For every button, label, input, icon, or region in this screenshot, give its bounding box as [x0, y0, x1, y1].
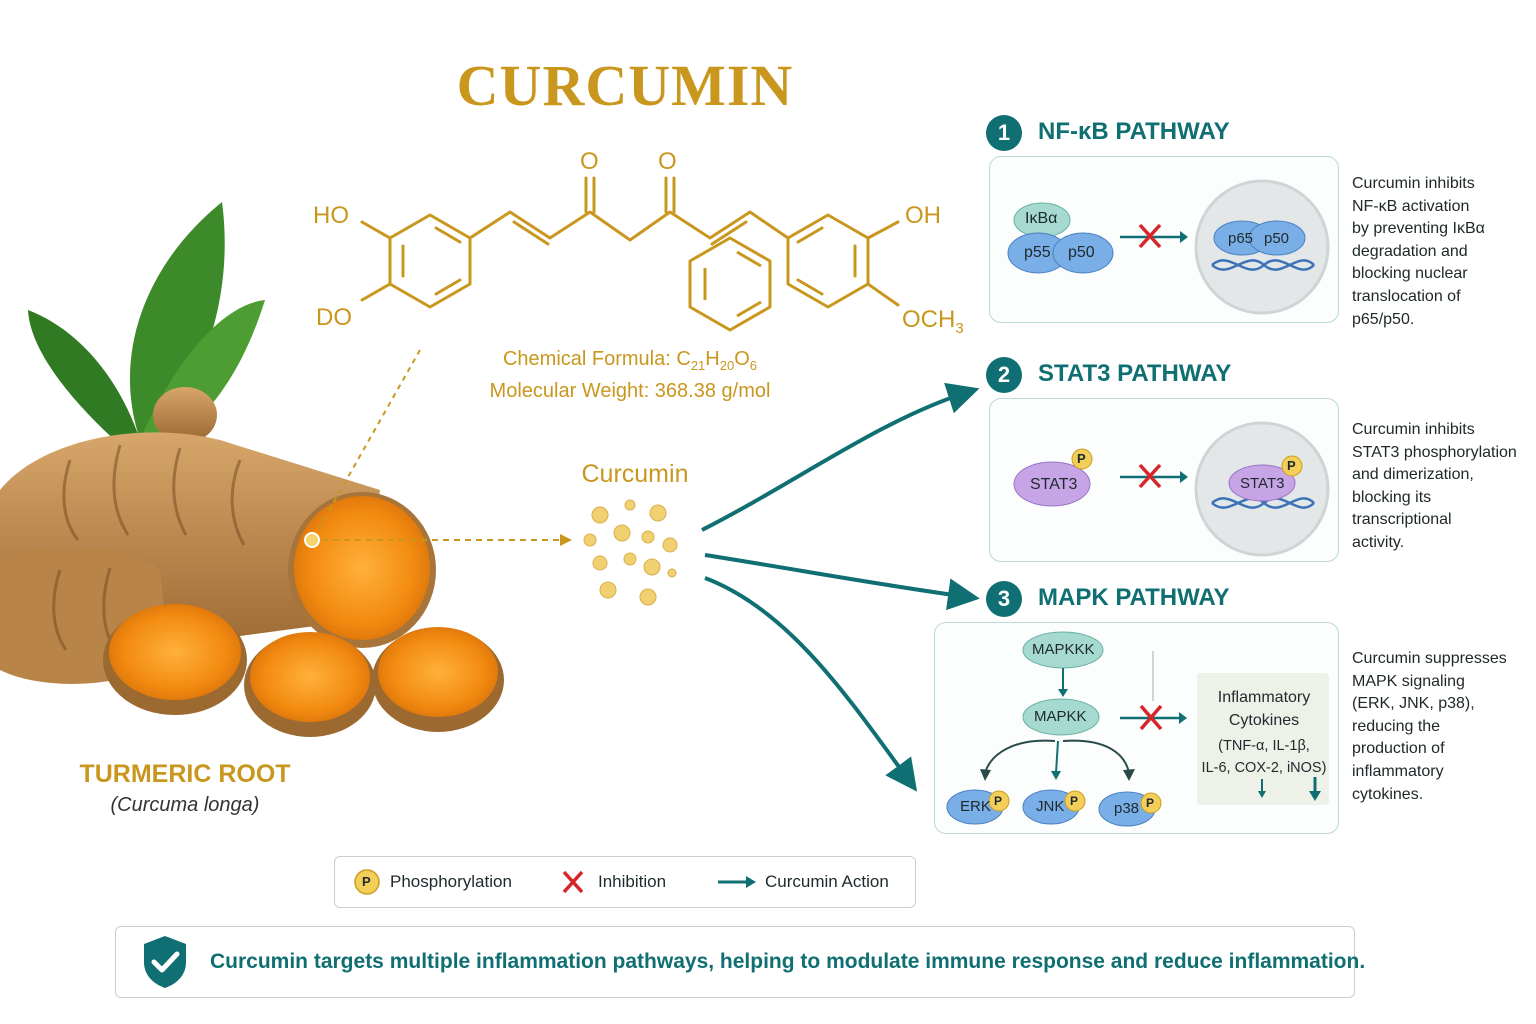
- phospho-badge: P: [1287, 458, 1296, 473]
- phospho-badge: P: [994, 794, 1003, 808]
- shield-check-icon: [144, 936, 186, 988]
- pathway-number-1: 1: [986, 115, 1022, 151]
- extraction-guides: [317, 349, 572, 546]
- turmeric-slice: [250, 632, 370, 722]
- inhibition-icon: [562, 870, 584, 894]
- protein-stat3-nuclear: STAT3: [1240, 475, 1285, 492]
- arrow-to-stat3: [701, 382, 980, 532]
- left-benzene-ring: [688, 236, 772, 332]
- pathway-title-mapk: MAPK PATHWAY: [1038, 584, 1230, 611]
- arrow-to-cytokines: [704, 576, 918, 792]
- protein-p50-nuclear: p50: [1264, 230, 1290, 247]
- protein-stat3: STAT3: [1030, 476, 1078, 493]
- legend-curcumin-action: Curcumin Action: [765, 872, 889, 891]
- label-och3: OCH3: [902, 306, 964, 337]
- protein-jnk: JNK: [1036, 798, 1065, 815]
- arrow-to-mapk: [704, 553, 980, 611]
- legend-symbols: [354, 869, 756, 895]
- label-carbonyl-o-right: O: [658, 148, 677, 175]
- legend-phosphorylation: Phosphorylation: [390, 872, 512, 891]
- phospho-badge: P: [1077, 451, 1086, 466]
- legend: [334, 856, 916, 908]
- curcumin-structure: [688, 236, 772, 332]
- chemical-formula: Chemical Formula: C21H20O6: [502, 348, 757, 373]
- label-ho: HO: [313, 202, 349, 229]
- protein-p55: p55: [1024, 244, 1051, 261]
- cytokine-list: (TNF-α, IL-1β,IL-6, COX-2, iNOS): [1201, 738, 1327, 776]
- turmeric-slice: [378, 627, 498, 717]
- label-carbonyl-o-left: O: [580, 148, 599, 175]
- legend-phospho-symbol: P: [362, 874, 371, 889]
- curcumin-chain: [360, 176, 900, 309]
- leaf-icon: [28, 310, 140, 445]
- page-title: CURCUMIN: [456, 53, 794, 118]
- pathway-number-2: 2: [986, 357, 1022, 393]
- protein-erk: ERK: [960, 798, 991, 815]
- phospho-badge: P: [1146, 796, 1155, 810]
- pathway-title-stat3: STAT3 PATHWAY: [1038, 360, 1232, 387]
- particles-label: Curcumin: [581, 460, 689, 488]
- summary-banner: [115, 926, 1355, 998]
- phospho-badge: P: [1070, 794, 1079, 808]
- turmeric-root-illustration: [0, 202, 504, 737]
- protein-ikba: IκBα: [1025, 210, 1058, 227]
- summary-text: Curcumin targets multiple inflammation p…: [210, 950, 1366, 973]
- protein-mapkkk: MAPKKK: [1032, 641, 1095, 658]
- curcumin-action-arrows: [701, 382, 980, 792]
- protein-mapkk: MAPKK: [1034, 708, 1087, 725]
- protein-p65-nuclear: p65: [1228, 230, 1254, 247]
- label-oh: OH: [905, 202, 941, 229]
- protein-p50: p50: [1068, 244, 1095, 261]
- stat3-diagram: [1013, 421, 1330, 557]
- curcumin-particles: [583, 499, 678, 606]
- legend-inhibition: Inhibition: [598, 872, 667, 891]
- root-title: TURMERIC ROOT: [79, 760, 291, 788]
- cytokine-box: [1197, 673, 1329, 805]
- mapk-diagram: [946, 631, 1329, 827]
- nfkb-diagram: [1007, 179, 1330, 315]
- molecular-weight: Molecular Weight: 368.38 g/mol: [489, 380, 771, 402]
- root-subtitle: (Curcuma longa): [110, 794, 260, 816]
- turmeric-cut-face: [294, 496, 430, 640]
- extraction-point: [304, 532, 320, 548]
- label-do: DO: [316, 304, 352, 331]
- pathway-number-3: 3: [986, 581, 1022, 617]
- turmeric-slice: [109, 604, 241, 700]
- protein-p38: p38: [1114, 800, 1140, 817]
- phosphorylation-icon: [354, 869, 380, 895]
- leaf-icon: [129, 202, 225, 445]
- pathway-title-nfkb: NF-κB PATHWAY: [1038, 118, 1230, 145]
